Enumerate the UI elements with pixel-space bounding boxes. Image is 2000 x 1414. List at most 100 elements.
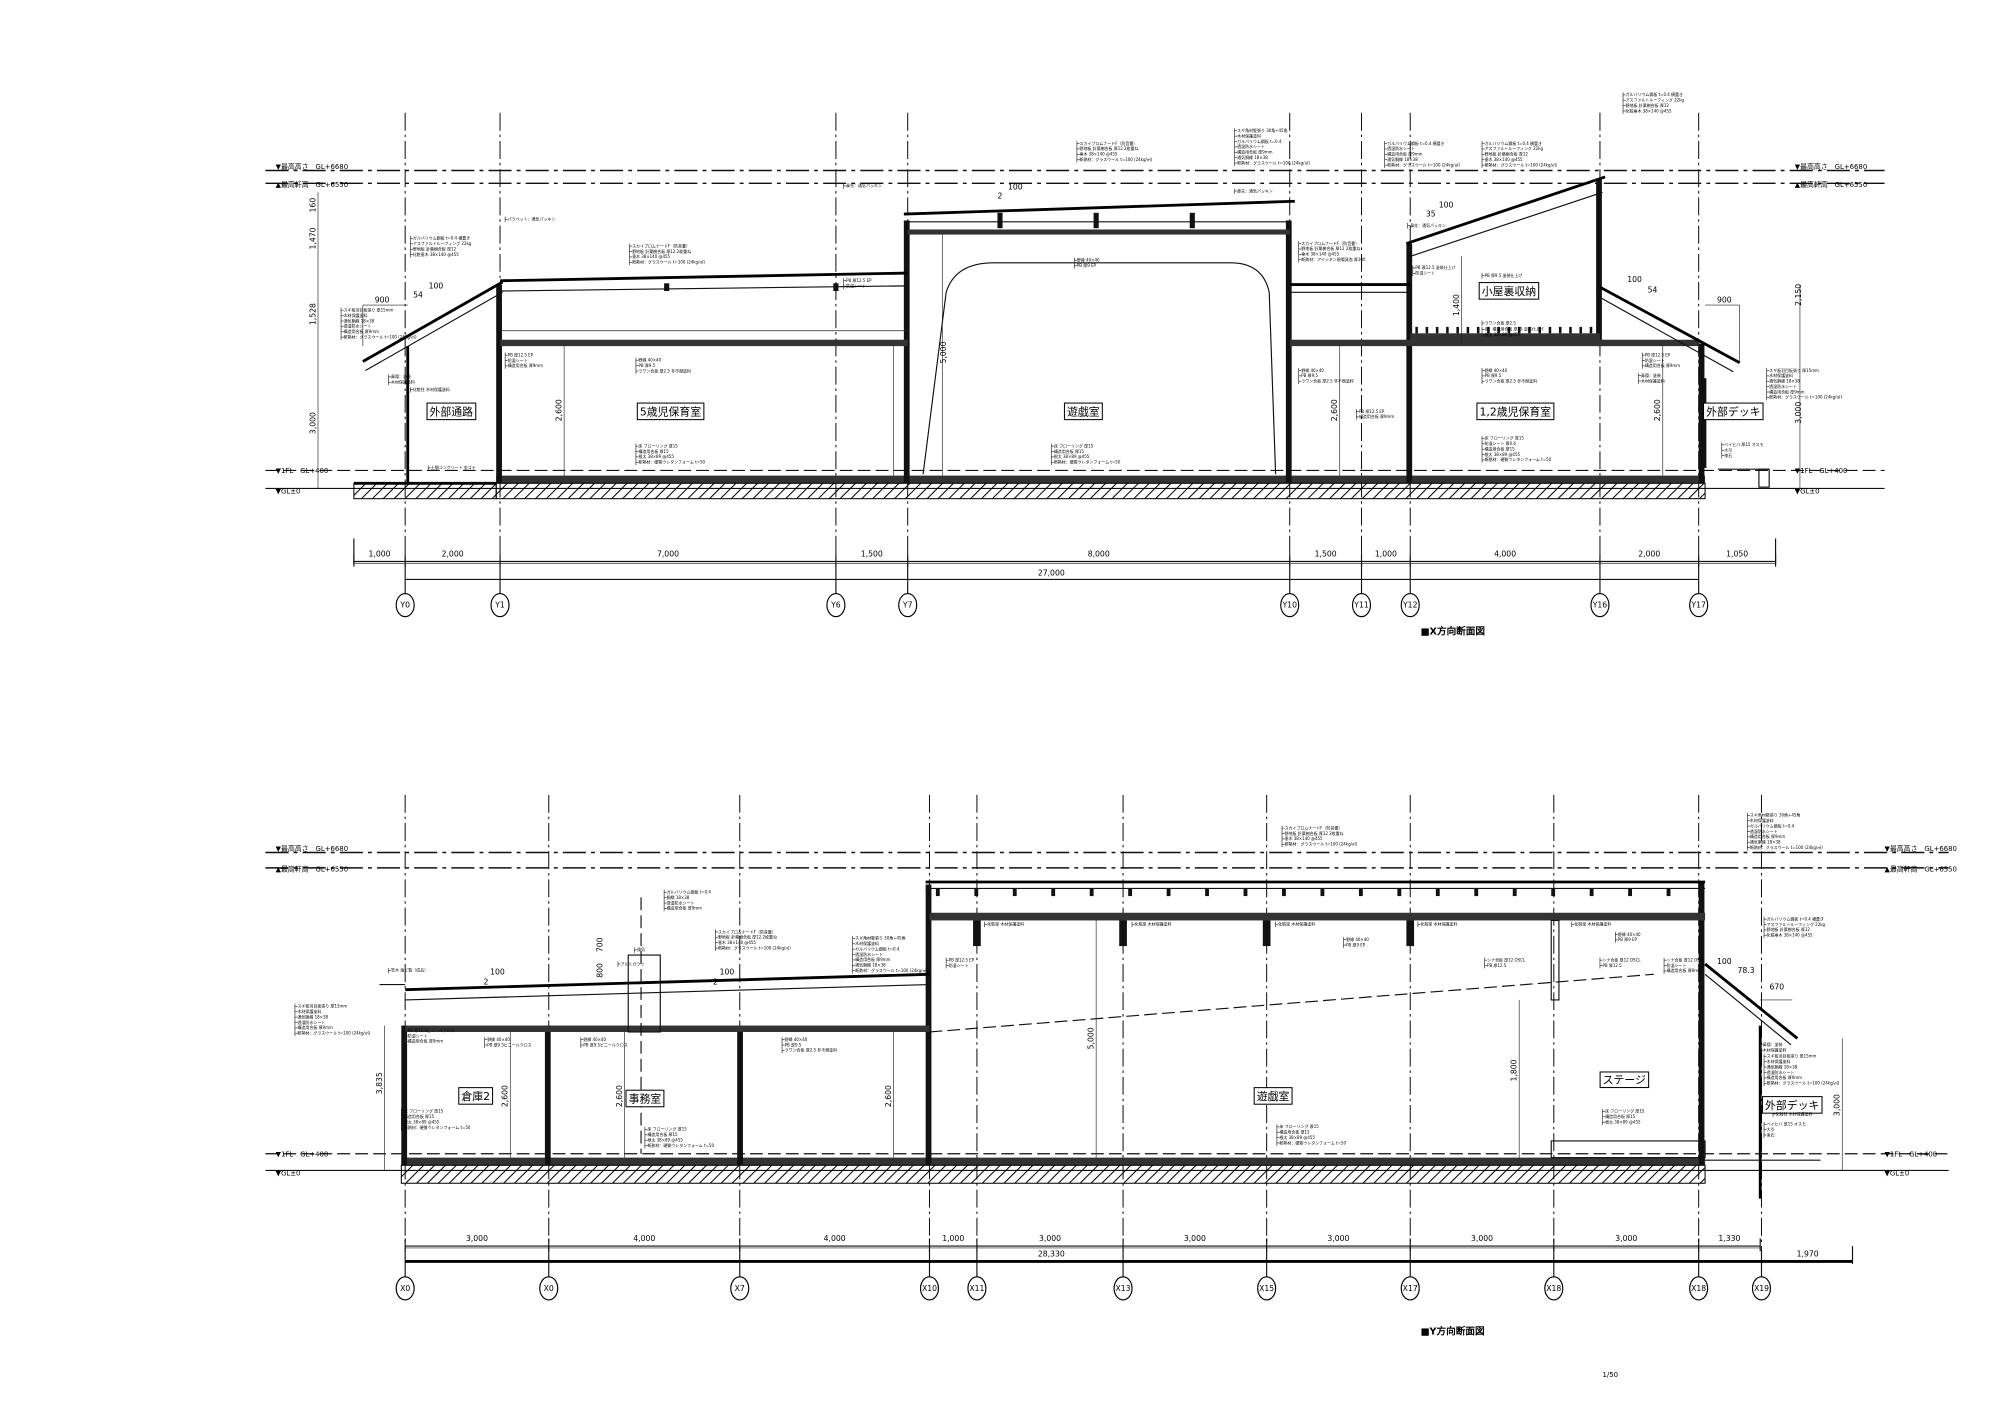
note-line: 垂木 38×140 @455 <box>718 940 756 945</box>
y-section-height-dimension: 2,600 <box>501 1085 510 1107</box>
building-geometry <box>265 92 1949 1277</box>
roof-joist <box>1551 888 1556 897</box>
loft-floor-joist <box>1538 326 1541 334</box>
note-line: スギ板羽目板張り 厚15mm <box>1767 1054 1817 1059</box>
y-section-grid-label: X11 <box>969 1284 984 1293</box>
note-line: 床 フローリング 厚15 <box>1054 443 1094 448</box>
x-section-height-dimension: 3,000 <box>1794 402 1803 424</box>
y-room-frame <box>1253 1087 1293 1105</box>
note-loft-ceiling: PB 厚9.5 塗装仕上げ <box>1485 273 1523 278</box>
roof-slope-label: 100 <box>720 967 735 976</box>
note-line: 透湿防水シート <box>297 1020 325 1025</box>
note-line: PB 厚9 EP <box>1346 942 1366 947</box>
note-line: 防湿シート <box>846 283 866 288</box>
low-ceiling-band <box>405 1025 930 1032</box>
loft-floor-joist <box>1569 326 1572 334</box>
roof <box>500 271 908 283</box>
x-section-level-1fl: ▼1FL GL+400 <box>276 467 329 475</box>
x-section-title: ■X方向断面図 <box>1420 626 1485 638</box>
x-section-level-max-height: ▼最高高さ GL+6680 <box>1795 162 1867 171</box>
roof-slope-label: 100 <box>1439 201 1454 210</box>
x-room-label: 外部通路 <box>430 404 474 418</box>
y-section-title: ■Y方向断面図 <box>1420 1326 1484 1338</box>
note-line: 断熱材：グラスウール t=100 (24kg/㎥) <box>1750 845 1823 850</box>
beam <box>973 920 981 947</box>
note-line: 化粧柱 木材保護塗料 <box>1776 1111 1813 1116</box>
loft-floor <box>1410 333 1600 344</box>
note-line: スカイプロムナードF（防音畳） <box>632 243 690 248</box>
x-room-frame <box>1063 402 1103 421</box>
note-line: シナ合板 厚12 OSCL <box>1487 957 1526 962</box>
stage-proscenium-line <box>929 973 1654 1033</box>
note-line: PB 厚12.5 EP <box>949 957 975 962</box>
x-section-level-gl: ▼GL±0 <box>276 488 301 496</box>
note-line: PB 厚12.5 EP <box>846 278 872 283</box>
note-line: 野地板 針葉樹合板 厚12 <box>1767 927 1811 932</box>
wall <box>903 220 910 484</box>
x-section-grid-label: Y16 <box>1592 601 1608 610</box>
roof-slope-label: 78.3 <box>1738 966 1755 975</box>
note-beam2: 化粧梁 木材保護塗料 <box>1135 922 1172 927</box>
note-line: 透湿防水シート <box>1750 829 1778 834</box>
note-line: 野地板 針葉樹合板 厚12 <box>1626 103 1670 108</box>
note-line: 断熱材：グラスウール t=100 (24kg/㎥) <box>1767 1081 1840 1086</box>
note-line: スギ板羽目板張り 厚15mm <box>1769 368 1819 373</box>
note-line: シナ合板 厚12 OSCL <box>1667 957 1706 962</box>
y-room-frame <box>625 1089 665 1108</box>
note-line: 防湿シート <box>1415 271 1435 276</box>
note-line: 垂木 38×140 @455 <box>1079 152 1117 157</box>
rafter-block <box>664 283 670 292</box>
note-line: 床 フローリング 厚15 <box>647 1127 687 1132</box>
note-line: スギ角材竪張り 30角+45角 <box>1237 128 1287 133</box>
eave-underside <box>1599 296 1734 373</box>
roof-joist <box>1512 888 1517 897</box>
note-line: 根太 38×89 @455 <box>404 1120 440 1125</box>
note-line: 通気胴縁 18×38 <box>855 963 886 968</box>
note-line: 断熱材：硬質ウレタンフォーム t=50 <box>404 1125 471 1130</box>
chimney <box>627 954 661 1033</box>
note-line: 化粧梁 木材保護塗料 <box>1420 922 1457 927</box>
note-line: 野縁 40×40 <box>1485 368 1508 373</box>
note-line: 化粧梁 木材保護塗料 <box>1574 922 1611 927</box>
note-line: 構造用合板 厚9mm <box>297 1025 332 1030</box>
note-line: ガルバリウム鋼板 t=0.4 <box>1750 823 1795 828</box>
eave-width-dimension: 670 <box>1770 983 1785 992</box>
note-line: スギ板羽目板張り 厚15mm <box>344 308 394 313</box>
hall-ceiling-band <box>907 229 1290 235</box>
roof-joist <box>1397 888 1402 897</box>
y-section-height-dimension: 3,000 <box>1833 1094 1842 1116</box>
note-line: 断熱材：硬質ウレタンフォーム t=50 <box>1485 457 1552 462</box>
roof-slope-label: 100 <box>1717 957 1732 966</box>
note-line: 木材保護塗料 <box>391 380 415 385</box>
hall-ceiling-band <box>929 912 1706 921</box>
roof-slope-label: 100 <box>429 281 444 290</box>
x-section-level-max-eave: ▲最高軒高 GL+6550 <box>1795 180 1867 189</box>
note-line: 野縁 40×40 <box>1077 258 1100 263</box>
note-line: 構造用合板 厚9mm <box>1387 152 1422 157</box>
note-line: 防湿シート <box>508 358 528 363</box>
note-line: 構造用合板 厚15 <box>1279 1130 1310 1135</box>
note-line: 防湿シート <box>1645 358 1665 363</box>
note-line: 化粧垂木 38×140 @455 <box>1767 933 1813 938</box>
x-room-label: 1,2歳児保育室 <box>1480 404 1552 418</box>
note-line: 野縁 40×40 <box>583 1037 606 1042</box>
note-parapet: パラペット：通気パッキン <box>508 216 556 221</box>
x-section-grid-bubble <box>1400 592 1420 618</box>
note-line: 床 フローリング 厚15 <box>1605 1109 1645 1114</box>
hall-arch <box>922 262 1277 475</box>
x-section-grid-label: Y7 <box>902 601 913 610</box>
y-section-height-dimension: 2,600 <box>615 1085 624 1107</box>
note-line: PB 厚12.5 <box>1487 963 1507 968</box>
y-section-grid-bubble <box>1257 1276 1277 1301</box>
